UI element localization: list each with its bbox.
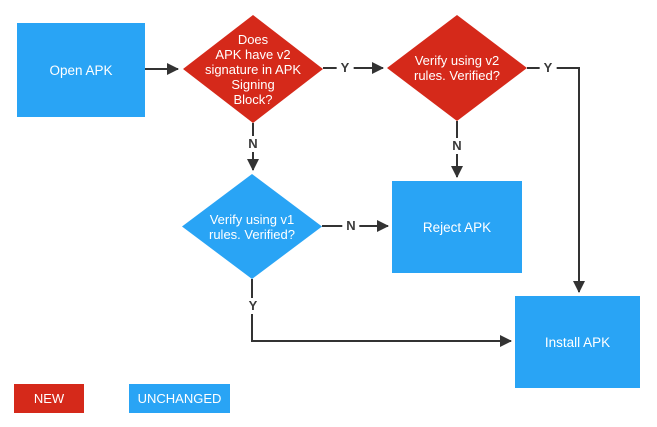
- node-reject-apk: Reject APK: [392, 181, 522, 273]
- node-install-apk: Install APK: [515, 296, 640, 388]
- edge-v2verify-yes: [527, 67, 585, 293]
- edge-v1verify-yes: [251, 279, 512, 347]
- edge-label-v1verify-yes: Y: [244, 298, 262, 314]
- edge-label-v1verify-no: N: [342, 218, 360, 234]
- node-v2-signature-check: Does APK have v2 signature in APK Signin…: [183, 15, 323, 123]
- edge-label-v2verify-yes: Y: [539, 60, 557, 76]
- legend-new: NEW: [14, 384, 84, 413]
- edge-label-v2check-yes: Y: [336, 60, 354, 76]
- edge-label-v2verify-no: N: [448, 138, 466, 154]
- node-v1-verify: Verify using v1 rules. Verified?: [182, 174, 322, 279]
- node-v2-verify: Verify using v2 rules. Verified?: [387, 15, 527, 121]
- edge-label-v2check-no: N: [244, 136, 262, 152]
- node-open-apk: Open APK: [17, 23, 145, 117]
- legend-unchanged: UNCHANGED: [129, 384, 230, 413]
